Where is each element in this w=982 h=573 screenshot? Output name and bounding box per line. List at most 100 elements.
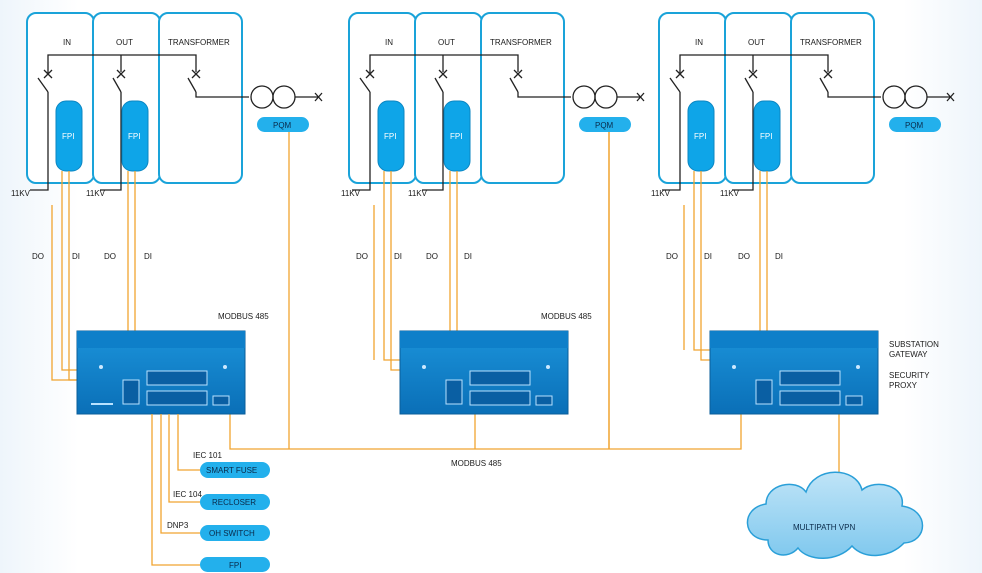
transformer-label: TRANSFORMER [800, 38, 862, 47]
gateway-device-2 [399, 330, 569, 415]
out-switch-icon [112, 69, 126, 93]
do-wire-1 [383, 171, 402, 361]
port-icon [755, 379, 773, 405]
busbar-line [369, 54, 519, 75]
cloud-label: MULTIPATH VPN [793, 523, 855, 532]
di-wire-1 [390, 171, 402, 371]
usb-icon [535, 395, 553, 406]
port-row-icon [779, 370, 841, 386]
do-label-2: DO [426, 252, 438, 261]
recloser-wire [168, 414, 200, 503]
in-label: IN [385, 38, 393, 47]
transformer-coil-1-icon [572, 85, 596, 109]
led-icon [732, 365, 736, 369]
device-label-recloser: RECLOSER [212, 498, 256, 507]
fpi-label-2: FPI [760, 132, 772, 141]
in-feeder-line [662, 92, 681, 191]
kv-label-1: 11KV [341, 189, 361, 198]
protocol-label-iec104: IEC 104 [173, 490, 202, 499]
in-switch-icon [669, 69, 685, 93]
device-pill-smart-fuse [200, 462, 270, 478]
port-row-icon [469, 370, 531, 386]
transformer-label: TRANSFORMER [168, 38, 230, 47]
device-pill-oh-switch [200, 525, 270, 541]
di-label-2: DI [144, 252, 152, 261]
pqm-label: PQM [273, 121, 292, 130]
do-wire-1 [693, 171, 712, 351]
modbus-bus-line [229, 414, 742, 450]
port-row-icon [469, 390, 531, 406]
di-wire-1 [700, 171, 712, 361]
vent-icon [91, 403, 113, 405]
in-label: IN [695, 38, 703, 47]
led-icon [99, 365, 103, 369]
kv-label-2: 11KV [86, 189, 106, 198]
transformer-line [827, 92, 881, 98]
led-icon [856, 365, 860, 369]
device-label-oh-switch: OH SWITCH [209, 529, 255, 538]
fpi-label-1: FPI [384, 132, 396, 141]
protocol-label-dnp3: DNP3 [167, 521, 189, 530]
modbus-label-3: MODBUS 485 [451, 459, 502, 468]
transformer-coil-2-icon [904, 85, 928, 109]
transformer-output-icon [295, 92, 323, 102]
fpi-label-1: FPI [62, 132, 74, 141]
switchgear-unit-2: IN OUT TRANSFORMER FPI FPI PQM 11KV 11KV… [341, 12, 645, 449]
out-label: OUT [438, 38, 455, 47]
transformer-line [517, 92, 571, 98]
out-feeder-line [732, 92, 754, 191]
transformer-coil-1-icon [882, 85, 906, 109]
out-feeder-line [100, 92, 122, 191]
device-pill-recloser [200, 494, 270, 510]
do-label-2: DO [738, 252, 750, 261]
fpi-label-1: FPI [694, 132, 706, 141]
transformer-switch-icon [187, 69, 201, 93]
out-label: OUT [748, 38, 765, 47]
in-feeder-line [352, 92, 371, 191]
usb-icon [845, 395, 863, 406]
device-pill-fpi [200, 557, 270, 572]
kv-label-2: 11KV [720, 189, 740, 198]
do-label-1: DO [666, 252, 678, 261]
do-label-1: DO [356, 252, 368, 261]
di-label-1: DI [704, 252, 712, 261]
gateway-label-4: PROXY [889, 381, 918, 390]
smart-fuse-wire [177, 414, 200, 471]
kv-label-1: 11KV [11, 189, 31, 198]
switchgear-unit-3: IN OUT TRANSFORMER FPI FPI PQM 11KV 11KV… [651, 12, 955, 361]
port-row-icon [146, 390, 208, 406]
gateway-label-1: SUBSTATION [889, 340, 939, 349]
transformer-output-icon [617, 92, 645, 102]
busbar-line [679, 54, 829, 75]
transformer-switch-icon [819, 69, 833, 93]
led-icon [223, 365, 227, 369]
out-switch-icon [434, 69, 448, 93]
in-switch-icon [37, 69, 53, 93]
gateway-device-1 [76, 330, 246, 415]
led-icon [422, 365, 426, 369]
in-feeder-line [30, 92, 49, 191]
di-label-1: DI [394, 252, 402, 261]
transformer-coil-2-icon [272, 85, 296, 109]
port-icon [445, 379, 463, 405]
fpi-device-wire [151, 414, 200, 566]
di-label-1: DI [72, 252, 80, 261]
gateway-top [77, 331, 245, 348]
di-label-2: DI [775, 252, 783, 261]
transformer-label: TRANSFORMER [490, 38, 552, 47]
device-label-smart-fuse: SMART FUSE [206, 466, 257, 475]
gateway-top [400, 331, 568, 348]
pqm-pill [257, 117, 309, 132]
do-wire-1 [61, 171, 80, 371]
port-row-icon [146, 370, 208, 386]
modbus-label-2: MODBUS 485 [541, 312, 592, 321]
out-switch-icon [744, 69, 758, 93]
in-label: IN [63, 38, 71, 47]
port-icon [122, 379, 140, 405]
gateway-top [710, 331, 878, 348]
oh-switch-wire [160, 414, 200, 534]
out-feeder-line [422, 92, 444, 191]
transformer-output-icon [927, 92, 955, 102]
